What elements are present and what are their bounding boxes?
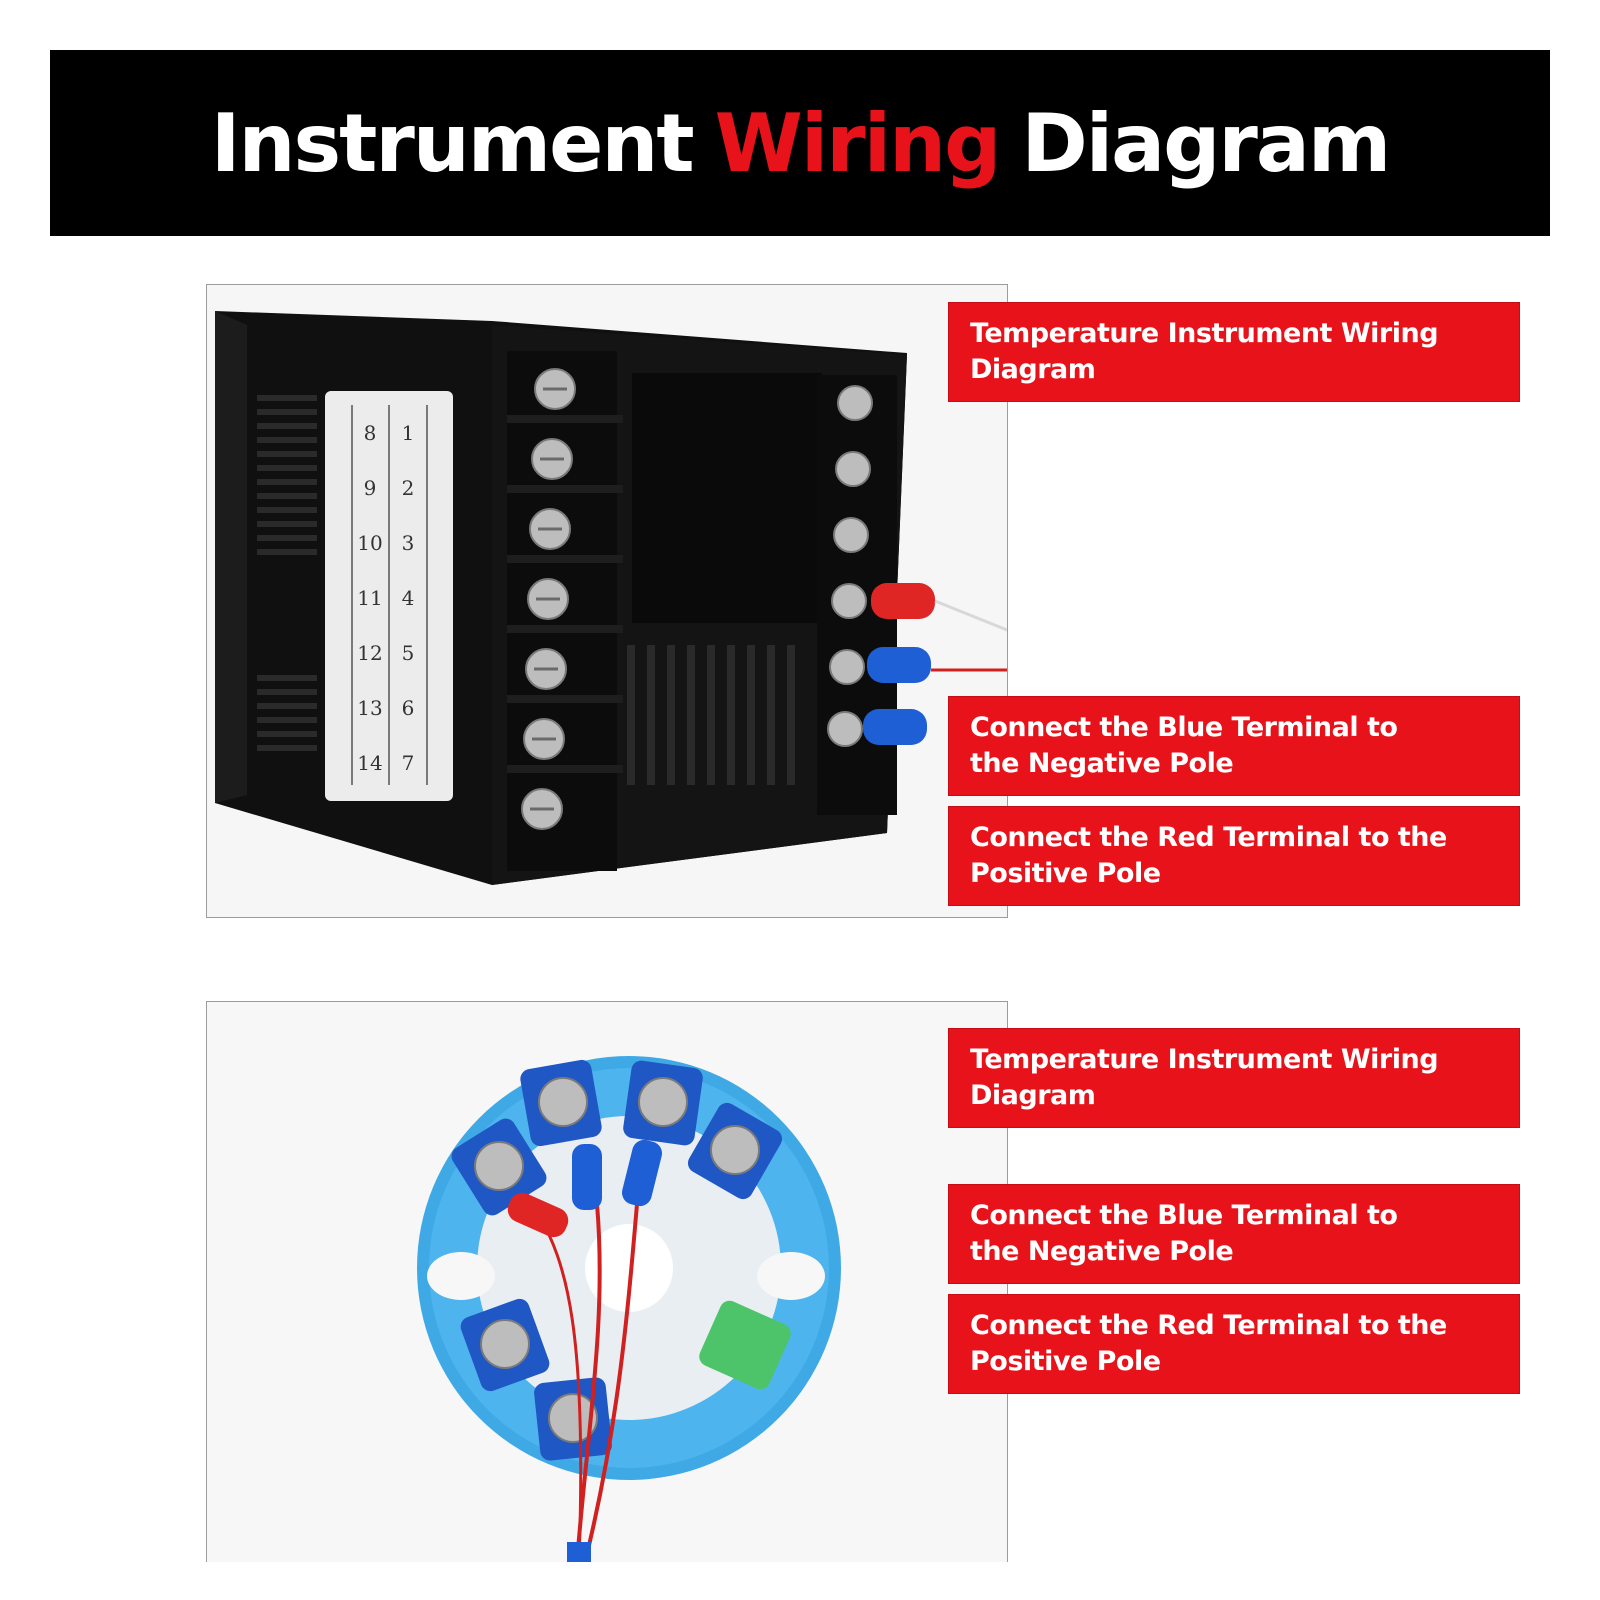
sticker-num-2: 2 — [402, 476, 415, 500]
controller-photo: 1 2 3 4 5 6 7 8 9 10 11 12 13 14 — [206, 284, 1008, 918]
sticker-num-9: 9 — [364, 476, 377, 500]
sticker-num-8: 8 — [364, 421, 377, 445]
sticker-num-3: 3 — [402, 531, 415, 555]
sticker-num-13: 13 — [357, 696, 382, 720]
title-part-3: Diagram — [1021, 96, 1391, 190]
left-terminal-strip — [507, 351, 623, 871]
transmitter-photo — [206, 1001, 1008, 1562]
sticker-num-12: 12 — [357, 641, 382, 665]
sticker-num-7: 7 — [402, 751, 415, 775]
red-ferrule — [507, 1192, 569, 1238]
panel2-label-blue-negative: Connect the Blue Terminal to the Negativ… — [948, 1184, 1520, 1284]
transmitter-body — [417, 1056, 841, 1562]
sticker-num-6: 6 — [402, 696, 415, 720]
sticker-num-14: 14 — [357, 751, 382, 775]
blue-ferrule-1 — [572, 1144, 602, 1210]
sticker-num-10: 10 — [357, 531, 382, 555]
title-part-1: Instrument — [210, 96, 695, 190]
panel1-label-red-positive: Connect the Red Terminal to the Positive… — [948, 806, 1520, 906]
red-crimp-terminal — [871, 583, 1007, 632]
sticker-num-4: 4 — [402, 586, 415, 610]
blue-crimp-terminal-2 — [863, 709, 927, 745]
panel1-label-blue-negative: Connect the Blue Terminal to the Negativ… — [948, 696, 1520, 796]
sticker-num-1: 1 — [402, 421, 415, 445]
sticker-num-11: 11 — [357, 586, 382, 610]
blue-crimp-terminal-1 — [867, 647, 1007, 683]
blue-ferrule-2 — [622, 1139, 662, 1207]
panel2-label-title: Temperature Instrument Wiring Diagram — [948, 1028, 1520, 1128]
sticker-num-5: 5 — [402, 641, 415, 665]
title-part-2: Wiring — [714, 96, 1002, 190]
panel2-label-red-positive: Connect the Red Terminal to the Positive… — [948, 1294, 1520, 1394]
panel1-label-title: Temperature Instrument Wiring Diagram — [948, 302, 1520, 402]
